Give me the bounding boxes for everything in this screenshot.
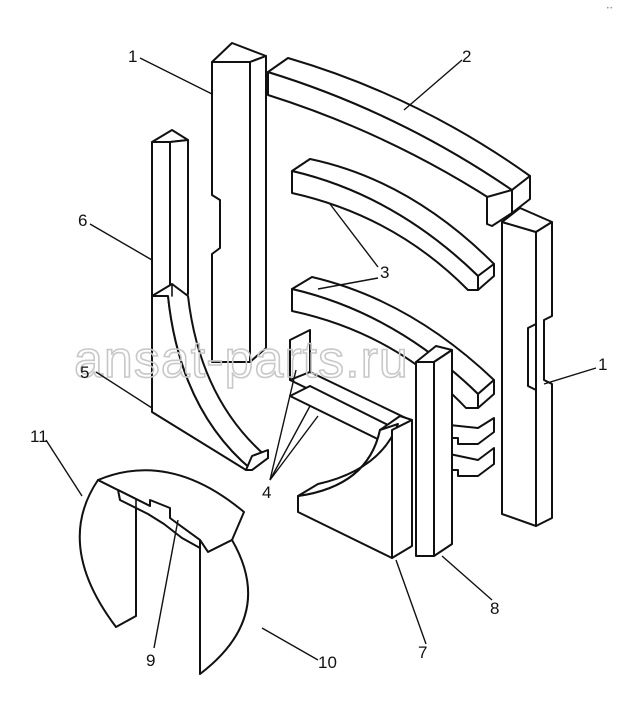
callout-3: 3 (380, 263, 389, 282)
leader-7 (395, 559, 427, 645)
leader-9 (153, 519, 179, 649)
corner-mark: •• (606, 5, 613, 12)
leader-3-lower (317, 277, 379, 290)
part-4-thin-plates (439, 417, 495, 477)
part-5-curved-gusset (151, 283, 269, 471)
callout-8: 8 (490, 599, 499, 618)
leader-4a (269, 405, 311, 481)
leader-4b (269, 369, 297, 481)
leader-2 (403, 59, 463, 111)
callout-6: 6 (78, 211, 87, 230)
callout-4: 4 (262, 483, 271, 502)
leader-5 (95, 371, 153, 409)
part-1-post-right (501, 207, 553, 527)
part-1-post-left (211, 42, 267, 363)
callout-labels: 1 2 3 6 5 1 11 4 9 10 7 8 (30, 47, 607, 672)
leader-10 (261, 627, 319, 661)
leader-lines (45, 57, 597, 661)
part-8-thin-post (415, 345, 453, 557)
leader-6 (89, 223, 153, 261)
part-11-split-ring (78, 469, 250, 675)
leader-11 (45, 439, 83, 497)
callout-1-right: 1 (598, 355, 607, 374)
part-7-cradle-block (289, 329, 413, 559)
watermark-text: ansat-parts.ru (74, 331, 409, 389)
leader-3-upper (329, 203, 379, 268)
leader-8 (441, 555, 493, 601)
callout-10: 10 (318, 653, 337, 672)
leader-1-left (139, 57, 213, 95)
callout-9: 9 (146, 651, 155, 670)
callout-1-left: 1 (128, 47, 137, 66)
callout-7: 7 (418, 643, 427, 662)
callout-11: 11 (30, 427, 48, 446)
callout-5: 5 (80, 363, 89, 382)
callout-2: 2 (462, 47, 471, 66)
leader-4c (269, 415, 319, 481)
leader-1-right (543, 367, 597, 385)
part-3-curved-bar-lower (291, 276, 495, 409)
part-3-curved-bar-upper (291, 158, 495, 291)
